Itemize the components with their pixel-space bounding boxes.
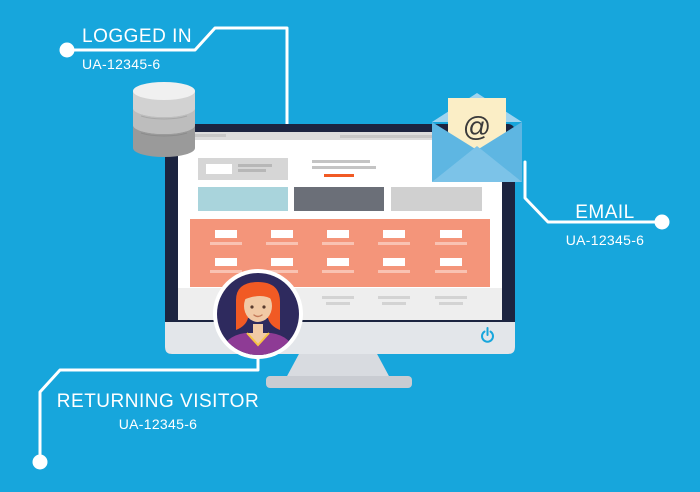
connector-returning-visitor: [38, 353, 260, 460]
monitor-base: [266, 376, 412, 388]
envelope-icon: [432, 93, 522, 182]
connector-email: [523, 160, 664, 224]
dot-logged-in: [59, 42, 75, 58]
email-code: UA-12345-6: [565, 232, 645, 248]
logged-in-code: UA-12345-6: [82, 56, 161, 72]
returning-visitor-code: UA-12345-6: [118, 416, 198, 432]
dot-returning-visitor: [32, 454, 48, 470]
feature-block-dark: [294, 187, 384, 211]
feature-block-gray: [391, 187, 482, 211]
connector-lines: [38, 26, 664, 460]
dot-email: [654, 214, 670, 230]
email-at-symbol: @: [462, 111, 492, 142]
power-icon: [481, 327, 494, 343]
monitor-neck: [286, 352, 390, 378]
email-title: EMAIL: [575, 202, 635, 223]
avatar-icon: [213, 269, 303, 359]
logged-in-title: LOGGED IN: [82, 26, 193, 47]
connector-dots: [32, 42, 670, 470]
product-grid: [210, 230, 467, 273]
connector-logged-in: [66, 26, 289, 127]
footer-lines: [322, 296, 467, 305]
feature-block-teal: [198, 187, 288, 211]
database-icon: [133, 82, 195, 157]
returning-visitor-title: RETURNING VISITOR: [56, 391, 260, 412]
